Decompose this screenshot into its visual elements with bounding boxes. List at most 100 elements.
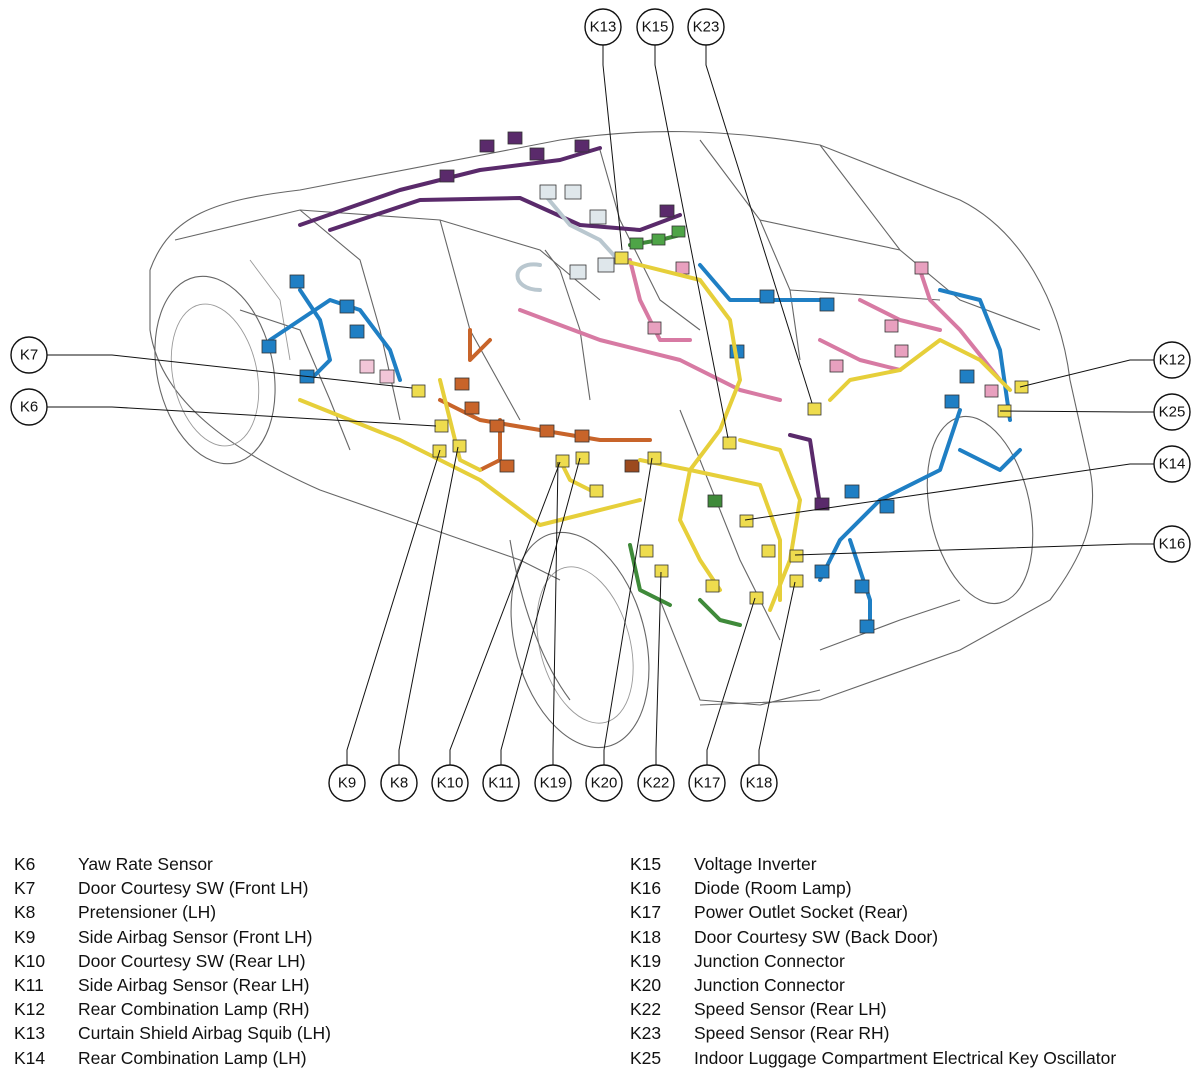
legend-desc: Door Courtesy SW (Front LH): [78, 878, 309, 899]
legend-desc: Side Airbag Sensor (Front LH): [78, 926, 313, 947]
legend-code: K23: [630, 1023, 662, 1044]
svg-text:K22: K22: [643, 775, 670, 792]
callout-k22: K22: [637, 764, 675, 802]
legend-desc: Speed Sensor (Rear LH): [694, 999, 887, 1020]
legend-code: K9: [14, 926, 36, 947]
legend-code: K12: [14, 999, 46, 1020]
svg-text:K9: K9: [338, 775, 356, 792]
callout-k8: K8: [380, 764, 418, 802]
legend-desc: Door Courtesy SW (Rear LH): [78, 950, 306, 971]
legend-row: K17 Power Outlet Socket (Rear): [630, 900, 1195, 924]
callout-k16: K16: [1153, 525, 1191, 563]
legend-code: K13: [14, 1023, 46, 1044]
svg-text:K25: K25: [1159, 404, 1186, 421]
svg-text:K19: K19: [540, 775, 567, 792]
legend-desc: Yaw Rate Sensor: [78, 854, 213, 874]
legend-desc: Rear Combination Lamp (RH): [78, 999, 310, 1020]
legend-row: K16 Diode (Room Lamp): [630, 876, 1195, 900]
callout-k19: K19: [534, 764, 572, 802]
callout-k20: K20: [585, 764, 623, 802]
legend-code: K20: [630, 974, 662, 995]
legend-row: K13 Curtain Shield Airbag Squib (LH): [14, 1021, 574, 1045]
legend-code: K11: [14, 974, 44, 995]
legend-code: K22: [630, 999, 662, 1020]
legend-row: K8 Pretensioner (LH): [14, 900, 574, 924]
legend-row: K6 Yaw Rate Sensor: [14, 852, 574, 876]
legend-row: K15 Voltage Inverter: [630, 852, 1195, 876]
legend-desc: Door Courtesy SW (Back Door): [694, 926, 939, 947]
svg-text:K23: K23: [693, 19, 720, 36]
legend-row: K19 Junction Connector: [630, 949, 1195, 973]
legend-desc: Diode (Room Lamp): [694, 878, 852, 899]
svg-text:K18: K18: [746, 775, 773, 792]
svg-text:K14: K14: [1159, 456, 1186, 473]
orange-harness: [438, 328, 652, 473]
legend-desc: Speed Sensor (Rear RH): [694, 1023, 890, 1044]
legend-code: K7: [14, 878, 36, 899]
yellow-harness: [298, 251, 1029, 612]
callout-k12: K12: [1153, 341, 1191, 379]
legend-code: K14: [14, 1047, 46, 1068]
legend-code: K19: [630, 950, 662, 971]
callout-k14: K14: [1153, 445, 1191, 483]
legend-row: K7 Door Courtesy SW (Front LH): [14, 876, 574, 900]
callout-k11: K11: [482, 764, 520, 802]
legend-row: K10 Door Courtesy SW (Rear LH): [14, 949, 574, 973]
svg-text:K7: K7: [20, 347, 38, 364]
callout-k10: K10: [431, 764, 469, 802]
svg-text:K12: K12: [1159, 352, 1186, 369]
gray-harness: [515, 184, 622, 292]
blue-harness-rear: [698, 263, 1022, 634]
callout-k25: K25: [1153, 393, 1191, 431]
svg-text:K10: K10: [437, 775, 464, 792]
svg-text:K8: K8: [390, 775, 408, 792]
legend-desc: Voltage Inverter: [694, 854, 817, 874]
svg-text:K15: K15: [642, 19, 669, 36]
svg-text:K13: K13: [590, 19, 617, 36]
svg-text:K16: K16: [1159, 536, 1186, 553]
legend-desc: Indoor Luggage Compartment Electrical Ke…: [694, 1047, 1117, 1068]
callout-k17: K17: [688, 764, 726, 802]
legend-row: K20 Junction Connector: [630, 973, 1195, 997]
wiring-diagram: K13 K15 K23 K7 K6 K12 K25 K14 K16 K9 K8 …: [10, 8, 1191, 802]
legend-desc: Pretensioner (LH): [78, 902, 217, 923]
legend-left-column: K6 Yaw Rate Sensor K7 Door Courtesy SW (Fr…: [14, 852, 574, 1070]
callout-k13: K13: [584, 8, 622, 46]
legend-code: K8: [14, 902, 36, 923]
svg-text:K17: K17: [694, 775, 721, 792]
legend-desc: Junction Connector: [694, 950, 845, 971]
legend-row: K9 Side Airbag Sensor (Front LH): [14, 925, 574, 949]
callout-k6: K6: [10, 388, 48, 426]
legend-desc: Curtain Shield Airbag Squib (LH): [78, 1023, 331, 1044]
legend-code: K17: [630, 902, 662, 923]
car-body-outline: [149, 131, 1094, 749]
leader-lines: [47, 45, 1154, 765]
component-legend: K6 Yaw Rate Sensor K7 Door Courtesy SW (Fr…: [0, 852, 1200, 1082]
legend-row: K25 Indoor Luggage Compartment Electrical…: [630, 1046, 1195, 1070]
legend-row: K22 Speed Sensor (Rear LH): [630, 997, 1195, 1021]
legend-desc: Side Airbag Sensor (Rear LH): [78, 974, 310, 995]
legend-code: K6: [14, 854, 36, 874]
legend-code: K15: [630, 854, 662, 874]
svg-text:K6: K6: [20, 399, 38, 416]
callout-k18: K18: [740, 764, 778, 802]
svg-text:K20: K20: [591, 775, 618, 792]
callout-k7: K7: [10, 336, 48, 374]
legend-row: K11 Side Airbag Sensor (Rear LH): [14, 973, 574, 997]
legend-desc: Junction Connector: [694, 974, 845, 995]
legend-row: K12 Rear Combination Lamp (RH): [14, 997, 574, 1021]
svg-text:K11: K11: [488, 775, 514, 792]
legend-right-column: K15 Voltage Inverter K16 Diode (Room Lamp)…: [630, 852, 1195, 1070]
legend-code: K25: [630, 1047, 662, 1068]
callout-k23: K23: [687, 8, 725, 46]
callout-k15: K15: [636, 8, 674, 46]
callout-k9: K9: [328, 764, 366, 802]
legend-code: K16: [630, 878, 662, 899]
legend-desc: Power Outlet Socket (Rear): [694, 902, 908, 923]
blue-harness-front: [261, 274, 402, 384]
legend-code: K10: [14, 950, 46, 971]
legend-row: K23 Speed Sensor (Rear RH): [630, 1021, 1195, 1045]
pink-harness: [518, 258, 1002, 402]
